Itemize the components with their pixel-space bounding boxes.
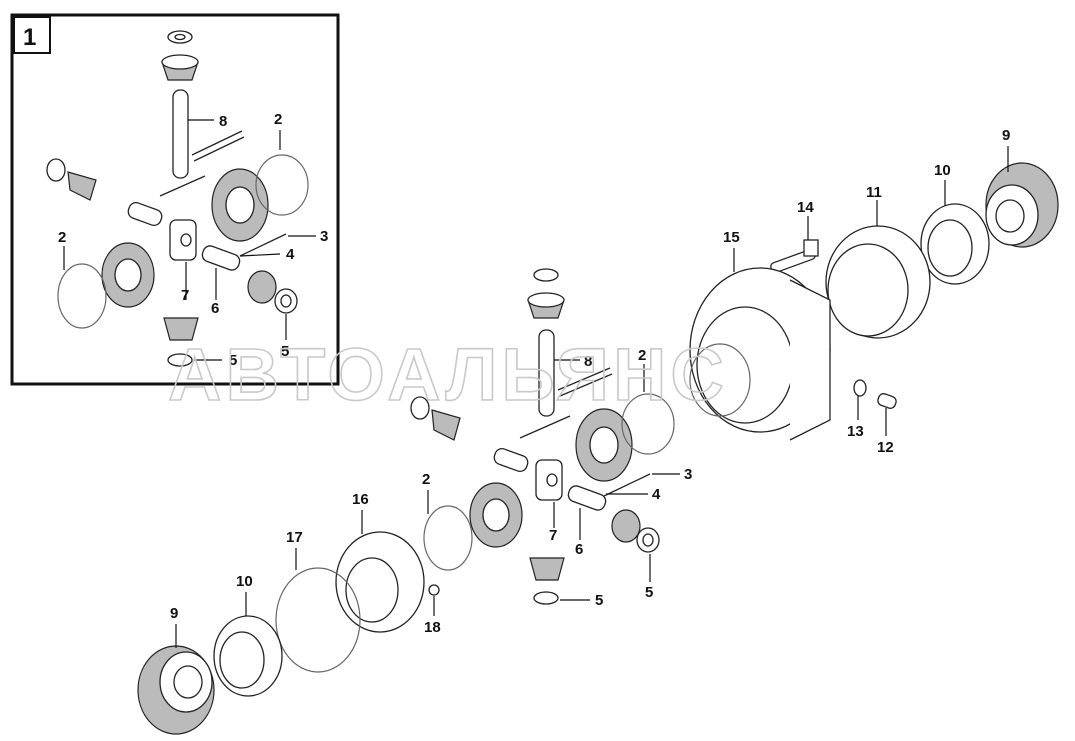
main-label-7: 7 [549, 527, 557, 544]
main-label-5a: 5 [645, 584, 653, 601]
main-label-8: 8 [584, 353, 592, 370]
main-label-6: 6 [575, 541, 583, 558]
main-label-9b: 9 [170, 605, 178, 622]
main-label-10a: 10 [934, 162, 951, 179]
main-assembly: 9 10 11 14 15 13 12 8 2 3 4 6 7 5 5 2 16… [137, 127, 1059, 735]
main-label-2a: 2 [638, 347, 646, 364]
inset-label-6: 6 [211, 300, 219, 317]
main-label-9a: 9 [1002, 127, 1010, 144]
watermark-text: АВТОАЛЬЯНС [168, 333, 728, 416]
main-label-12: 12 [877, 439, 894, 456]
main-label-15: 15 [723, 229, 740, 246]
inset-label-5b: 5 [229, 352, 237, 369]
main-label-11: 11 [866, 184, 882, 201]
inset-panel: 1 [10, 13, 340, 386]
main-label-14: 14 [797, 199, 814, 216]
inset-label-3: 3 [320, 228, 328, 245]
main-label-17: 17 [286, 529, 303, 546]
inset-label-8: 8 [219, 113, 227, 130]
main-label-16: 16 [352, 491, 369, 508]
inset-label-5a: 5 [281, 343, 289, 360]
main-label-13: 13 [847, 423, 864, 440]
inset-label-2b: 2 [58, 229, 66, 246]
main-label-4: 4 [652, 486, 661, 503]
main-label-10b: 10 [236, 573, 253, 590]
main-label-3: 3 [684, 466, 692, 483]
main-label-18: 18 [424, 619, 441, 636]
inset-label-4: 4 [286, 246, 295, 263]
main-label-5b: 5 [595, 592, 603, 609]
inset-number: 1 [23, 24, 36, 51]
main-label-2b: 2 [422, 471, 430, 488]
inset-label-2a: 2 [274, 111, 282, 128]
inset-label-7: 7 [181, 287, 189, 304]
